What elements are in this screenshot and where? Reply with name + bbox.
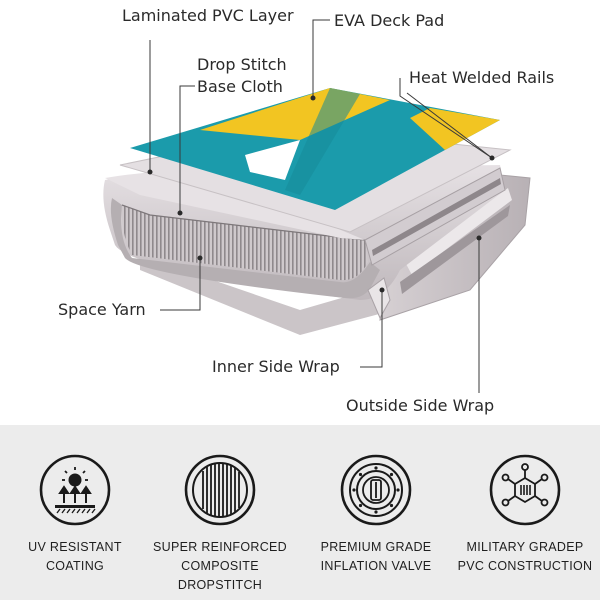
feature-uv-resistant: UV RESISTANT COATING bbox=[0, 425, 150, 600]
feature-dropstitch: SUPER REINFORCED COMPOSITE DROPSTITCH bbox=[145, 425, 295, 600]
feature-text-military: MILITARY GRADEP PVC CONSTRUCTION bbox=[450, 538, 600, 576]
board-layers-diagram: Laminated PVC Layer EVA Deck Pad Drop St… bbox=[58, 6, 555, 415]
board-cross-section-illustration bbox=[103, 19, 531, 393]
feature-valve: PREMIUM GRADE INFLATION VALVE bbox=[301, 425, 451, 600]
molecule-icon bbox=[489, 454, 561, 526]
label-drop-stitch: Drop Stitch bbox=[197, 55, 287, 74]
feature-military-pvc: MILITARY GRADEP PVC CONSTRUCTION bbox=[450, 425, 600, 600]
feature-line-1: PREMIUM GRADE bbox=[320, 540, 432, 554]
feature-line-2: COMPOSITE DROPSTITCH bbox=[177, 559, 263, 592]
feature-line-2: INFLATION VALVE bbox=[320, 559, 432, 573]
label-base-cloth: Base Cloth bbox=[197, 77, 283, 96]
label-laminated-pvc-layer: Laminated PVC Layer bbox=[122, 6, 294, 25]
sun-uv-icon bbox=[39, 454, 111, 526]
label-eva-deck-pad: EVA Deck Pad bbox=[334, 11, 445, 30]
feature-line-2: COATING bbox=[45, 559, 105, 573]
inner-side-wrap-shape bbox=[367, 277, 391, 320]
label-outside-side-wrap: Outside Side Wrap bbox=[346, 396, 495, 415]
features-panel: UV RESISTANT COATING SUPER REINFORCED bbox=[0, 425, 600, 600]
label-space-yarn: Space Yarn bbox=[58, 300, 146, 319]
label-inner-side-wrap: Inner Side Wrap bbox=[212, 357, 340, 376]
space-yarn-section bbox=[110, 198, 380, 299]
leader-lines bbox=[149, 19, 493, 393]
dropstitch-icon bbox=[184, 454, 256, 526]
feature-line-1: UV RESISTANT bbox=[28, 540, 122, 554]
valve-icon bbox=[340, 454, 412, 526]
feature-text-dropstitch: SUPER REINFORCED COMPOSITE DROPSTITCH bbox=[145, 538, 295, 595]
feature-text-uv: UV RESISTANT COATING bbox=[0, 538, 150, 576]
feature-line-1: MILITARY GRADEP bbox=[466, 540, 584, 554]
feature-text-valve: PREMIUM GRADE INFLATION VALVE bbox=[301, 538, 451, 576]
bottom-skin bbox=[140, 210, 520, 335]
feature-line-2: PVC CONSTRUCTION bbox=[457, 559, 593, 573]
feature-line-1: SUPER REINFORCED bbox=[153, 540, 287, 554]
label-heat-welded-rails: Heat Welded Rails bbox=[409, 68, 555, 87]
